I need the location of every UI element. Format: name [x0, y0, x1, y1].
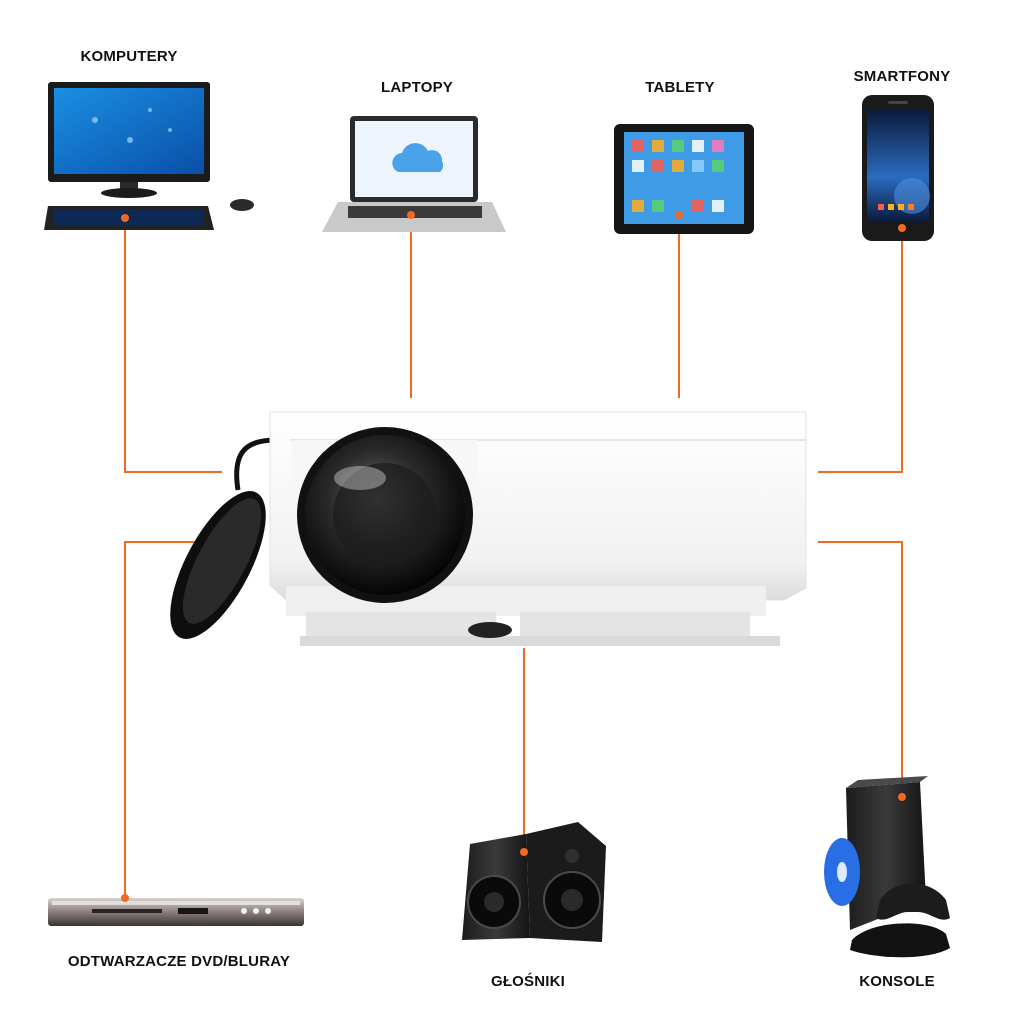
label-glosniki: GŁOŚNIKI: [490, 973, 566, 990]
connector-smartfony: [818, 228, 903, 473]
connector-lines: [124, 215, 903, 898]
label-dvd-bluray: ODTWARZACZE DVD/BLURAY: [67, 953, 291, 970]
label-tablety: TABLETY: [645, 79, 715, 96]
tablet-icon: [614, 124, 754, 234]
speakers-icon: [462, 822, 606, 942]
game-console-icon: [824, 776, 950, 958]
label-smartfony: SMARTFONY: [853, 68, 951, 85]
label-konsole: KONSOLE: [859, 973, 935, 990]
smartphone-icon: [862, 95, 934, 241]
laptop-icon: [322, 116, 506, 232]
connector-dvd: [124, 541, 200, 898]
connector-konsole: [818, 541, 903, 797]
label-laptopy: LAPTOPY: [381, 79, 453, 96]
connector-komputery: [124, 218, 222, 473]
projector-icon: [170, 411, 807, 646]
label-komputery: KOMPUTERY: [80, 48, 178, 65]
dvd-player-icon: [48, 894, 304, 926]
desktop-computer-icon: [44, 82, 254, 230]
